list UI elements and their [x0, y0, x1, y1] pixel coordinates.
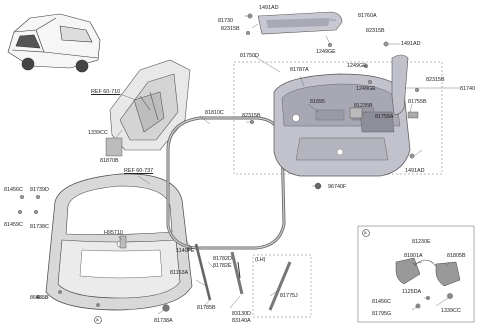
gas-struts	[194, 243, 292, 311]
label-1491AD-low: 1491AD	[405, 168, 425, 174]
label-82315B-1: 82315B	[221, 26, 240, 32]
label-83130D: 83130D	[232, 311, 251, 317]
label-ref-60-710: REF 60-710	[91, 89, 121, 95]
body-side-inner-panel	[109, 59, 191, 151]
label-81739D: 81739D	[30, 187, 49, 193]
small-parts	[18, 13, 420, 312]
label-81163A: 81163A	[170, 270, 189, 276]
label-81758A: 81758A	[375, 114, 394, 120]
label-detail-a: a	[364, 230, 367, 235]
label-1249GE-1: 1249GE	[316, 49, 336, 55]
tailgate-frame	[45, 173, 193, 311]
label-1339CC-1: 1339CC	[88, 130, 108, 136]
label-81456C-1: 81456C	[4, 187, 23, 193]
callout-circle-a	[94, 316, 102, 324]
label-81787A: 81787A	[290, 67, 309, 73]
label-81755B: 81755B	[408, 99, 427, 105]
label-1249GE-2: 1249GE	[347, 63, 367, 69]
upper-garnish	[257, 11, 343, 35]
label-81459C: 81459C	[4, 222, 23, 228]
label-82315B-2: 82315B	[366, 28, 385, 34]
label-81235B: 81235B	[354, 103, 373, 109]
leader-lines	[40, 15, 460, 315]
label-1339CC-2: 1339CC	[441, 308, 461, 314]
label-81230E: 81230E	[412, 239, 431, 245]
label-1140FE: 1140FE	[176, 248, 195, 254]
label-81870B: 81870B	[100, 158, 119, 164]
label-81740: 81740	[460, 86, 475, 92]
tailgate-trim-panel	[273, 73, 411, 177]
label-81456C-2: 81456C	[372, 299, 391, 305]
label-81795G: 81795G	[372, 311, 392, 317]
label-81782D: 81782D	[213, 256, 232, 262]
label-81785B: 81785B	[197, 305, 216, 311]
weatherstrip-81810C	[166, 116, 286, 250]
label-81895: 81895	[310, 99, 325, 105]
label-81730: 81730	[218, 18, 233, 24]
label-81782E: 81782E	[213, 263, 232, 269]
label-81810C: 81810C	[205, 110, 224, 116]
label-1249GE-3: 1249GE	[356, 86, 376, 92]
label-81750D: 81750D	[240, 53, 259, 59]
label-81801A: 81801A	[404, 253, 423, 259]
label-81805B: 81805B	[447, 253, 466, 259]
label-81738C: 81738C	[30, 224, 49, 230]
label-81775J: 81775J	[280, 293, 298, 299]
vehicle-thumbnail	[7, 13, 101, 73]
label-82315B-4: 82315B	[242, 113, 261, 119]
label-lh: (LH)	[255, 257, 266, 263]
label-81760A: 81760A	[358, 13, 377, 19]
label-1491AD-top: 1491AD	[259, 5, 279, 11]
side-trim-81740	[391, 54, 409, 115]
latch-detail	[357, 225, 475, 323]
label-86435B: 86435B	[30, 295, 49, 301]
label-1125DA: 1125DA	[402, 289, 422, 295]
label-83140A: 83140A	[232, 318, 251, 324]
label-1491AD-right: 1491AD	[401, 41, 421, 47]
label-82315B-3: 82315B	[426, 77, 445, 83]
lh-detail-box	[252, 254, 312, 318]
label-96740F: 96740F	[328, 184, 347, 190]
label-H95710: H95710	[104, 230, 123, 236]
label-ref-60-737: REF 60-737	[124, 168, 154, 174]
label-81738A: 81738A	[154, 318, 173, 324]
label-circle-a: a	[96, 317, 99, 322]
detail-circle-a	[362, 229, 370, 237]
